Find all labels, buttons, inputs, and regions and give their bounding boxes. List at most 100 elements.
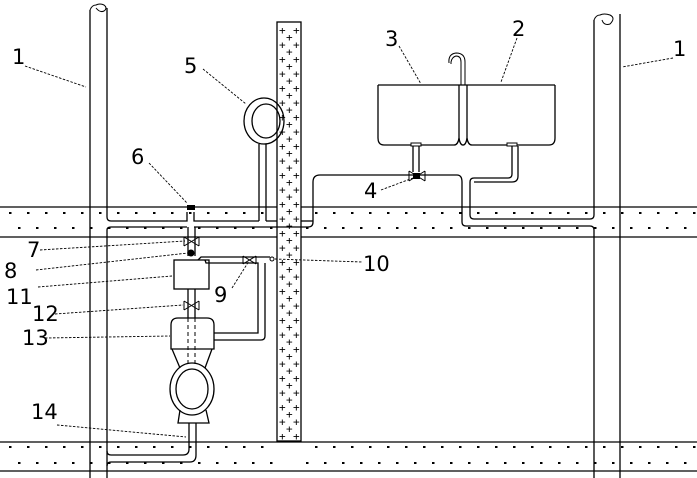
slab-dot	[324, 227, 327, 229]
slab-dot	[522, 462, 525, 464]
slab-dot	[18, 227, 21, 229]
slab-dot	[54, 227, 57, 229]
wall-hatch-mark: +	[279, 39, 286, 52]
floor-outlet-6	[187, 205, 195, 210]
wall-hatch-mark: +	[293, 213, 300, 226]
wall-hatch-mark: +	[293, 53, 300, 66]
wall-hatch-mark: +	[286, 307, 293, 320]
wall-hatch-mark: +	[279, 126, 286, 139]
wall-hatch-mark: +	[279, 285, 286, 298]
slab-dot	[153, 212, 156, 214]
slab-dot	[648, 227, 651, 229]
slab-dot	[630, 227, 633, 229]
slab-dot	[342, 462, 345, 464]
slab-dot	[612, 227, 615, 229]
wall-hatch-mark: +	[293, 372, 300, 385]
slab-dot	[495, 446, 498, 448]
slab-dot	[306, 462, 309, 464]
slab-dot	[270, 227, 273, 229]
wall-hatch-mark: +	[279, 387, 286, 400]
wall-hatch-mark: +	[286, 60, 293, 73]
slab-dot	[234, 462, 237, 464]
slab-dot	[378, 227, 381, 229]
vent-stack-left	[89, 3, 188, 478]
wall-hatch-mark: +	[279, 416, 286, 429]
slab-dot	[171, 446, 174, 448]
slab-dot	[531, 212, 534, 214]
slab-dot	[162, 462, 165, 464]
slab-dot	[351, 446, 354, 448]
slab-dot	[243, 212, 246, 214]
slab-dot	[684, 227, 687, 229]
slab-dot	[99, 212, 102, 214]
slab-dot	[144, 462, 147, 464]
slab-dot	[360, 227, 363, 229]
slab-dot	[252, 462, 255, 464]
slab-dot	[126, 227, 129, 229]
slab-dot	[567, 212, 570, 214]
slab-dot	[45, 446, 48, 448]
slab-dot	[180, 227, 183, 229]
wall-hatch-mark: +	[293, 242, 300, 255]
slab-dot	[522, 227, 525, 229]
slab-dot	[333, 212, 336, 214]
partition-wall: ++++++++++++++++++++++++++++++++++++++++…	[276, 21, 302, 443]
label-11: 11	[6, 285, 33, 309]
slab-dot	[612, 462, 615, 464]
slab-dot	[378, 462, 381, 464]
wall-hatch-mark: +	[293, 271, 300, 284]
wall-hatch-mark: +	[279, 53, 286, 66]
lower-floor-slab	[0, 441, 697, 472]
wall-hatch-mark: +	[293, 300, 300, 313]
slab-dot	[135, 446, 138, 448]
slab-dot	[495, 212, 498, 214]
slab-dot	[360, 462, 363, 464]
slab-dot	[126, 462, 129, 464]
wall-hatch-mark: +	[286, 365, 293, 378]
slab-dot	[441, 446, 444, 448]
slab-dot	[387, 212, 390, 214]
label-5: 5	[184, 54, 197, 78]
slab-dot	[198, 462, 201, 464]
slab-dot	[657, 212, 660, 214]
slab-dot	[504, 227, 507, 229]
wall-hatch-mark: +	[279, 358, 286, 371]
slab-dot	[9, 212, 12, 214]
slab-dot	[180, 462, 183, 464]
slab-dot	[234, 227, 237, 229]
wall-hatch-mark: +	[286, 205, 293, 218]
wall-hatch-mark: +	[293, 387, 300, 400]
label-1-right: 1	[673, 37, 686, 61]
wall-hatch-mark: +	[279, 24, 286, 37]
wall-hatch-mark: +	[279, 430, 286, 443]
slab-dot	[594, 227, 597, 229]
slab-dot	[63, 446, 66, 448]
wall-hatch-mark: +	[286, 350, 293, 363]
slab-dot	[549, 212, 552, 214]
slab-dot	[513, 212, 516, 214]
wall-hatch-mark: +	[279, 271, 286, 284]
wall-hatch-mark: +	[279, 82, 286, 95]
slab-dot	[171, 212, 174, 214]
wall-hatch-mark: +	[286, 379, 293, 392]
wall-hatch-mark: +	[286, 75, 293, 88]
slab-dot	[306, 227, 309, 229]
slab-dot	[225, 212, 228, 214]
slab-dot	[108, 227, 111, 229]
slab-dot	[108, 462, 111, 464]
wall-hatch-mark: +	[293, 169, 300, 182]
slab-dot	[387, 446, 390, 448]
wall-hatch-mark: +	[286, 234, 293, 247]
wall-hatch-mark: +	[286, 162, 293, 175]
slab-dot	[576, 462, 579, 464]
wall-hatch-mark: +	[286, 336, 293, 349]
vent-stack-right	[194, 13, 621, 478]
wall-hatch-mark: +	[286, 394, 293, 407]
slab-dot	[603, 212, 606, 214]
wall-hatch-mark: +	[286, 176, 293, 189]
slab-dot	[342, 227, 345, 229]
slab-dot	[351, 212, 354, 214]
label-2: 2	[512, 17, 525, 41]
slab-dot	[189, 446, 192, 448]
